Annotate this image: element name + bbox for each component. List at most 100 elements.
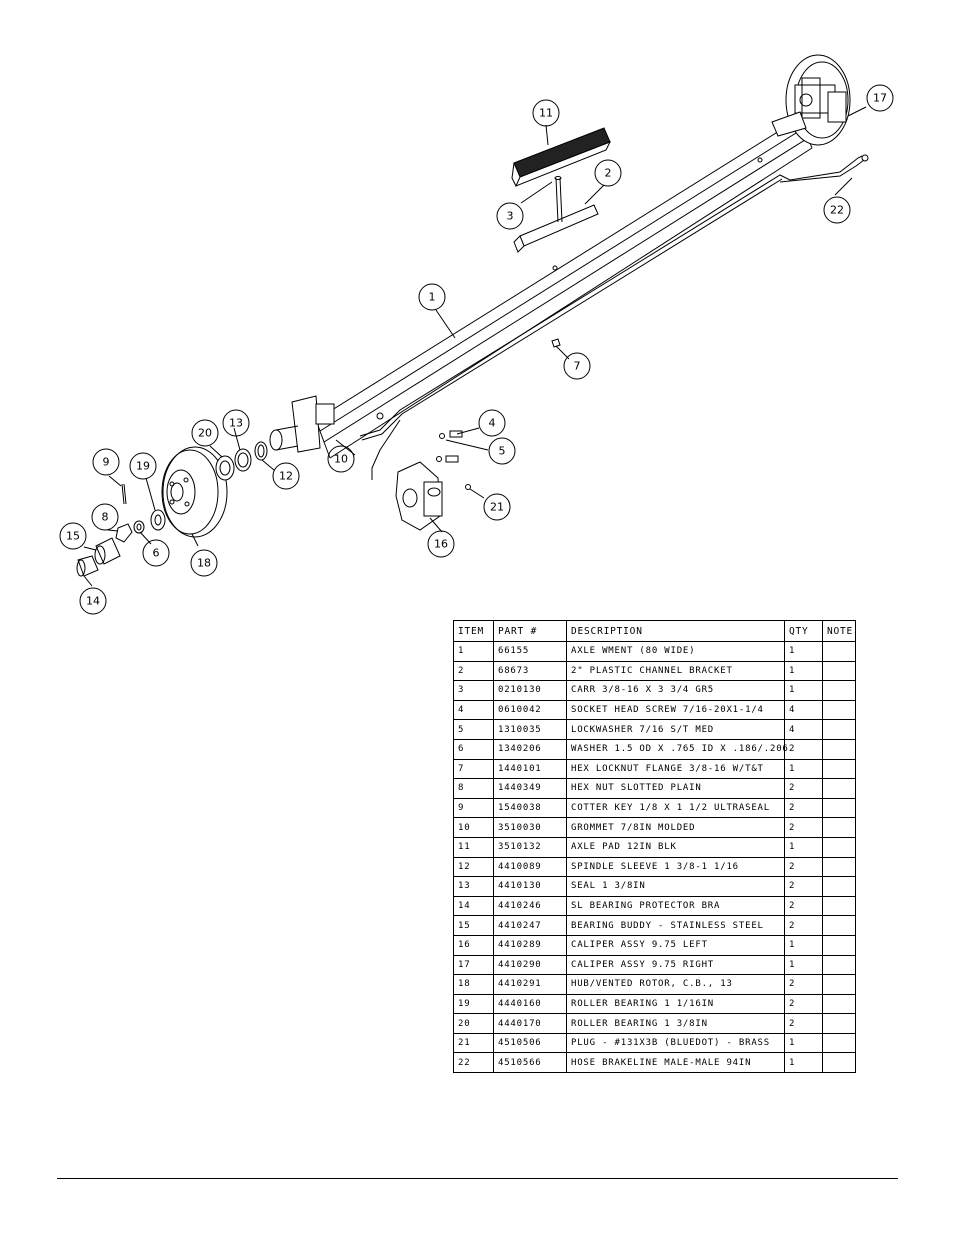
cell-item: 5 — [453, 719, 494, 740]
cell-note — [822, 660, 856, 682]
cell-description: 2" PLASTIC CHANNEL BRACKET — [566, 660, 785, 682]
cell-description: HOSE BRAKELINE MALE-MALE 94IN — [566, 1052, 785, 1074]
channel-bracket — [513, 176, 599, 253]
callout-16: 16 — [434, 538, 448, 551]
cell-note — [822, 797, 856, 819]
cell-note — [822, 1052, 856, 1074]
cell-description: SL BEARING PROTECTOR BRA — [566, 895, 785, 917]
cell-qty: 2 — [784, 856, 823, 878]
header-description: DESCRIPTION — [566, 620, 785, 642]
cell-note — [822, 836, 856, 858]
cell-note — [822, 993, 856, 1015]
cell-qty: 1 — [784, 641, 823, 662]
cell-qty: 1 — [784, 1052, 823, 1074]
bearings-seals — [150, 441, 268, 531]
callout-19: 19 — [136, 460, 150, 473]
footer-rule — [57, 1178, 898, 1179]
cell-description: WASHER 1.5 OD X .765 ID X .186/.206 — [566, 738, 788, 760]
callout-15: 15 — [66, 530, 80, 543]
cell-description: CALIPER ASSY 9.75 LEFT — [566, 934, 785, 956]
callout-21: 21 — [490, 501, 504, 514]
cell-qty: 4 — [784, 699, 823, 721]
cell-part: 4410089 — [493, 856, 567, 878]
plug — [465, 484, 471, 490]
cell-item: 12 — [453, 856, 494, 878]
callout-17: 17 — [873, 92, 887, 105]
callout-11: 11 — [539, 107, 553, 120]
cell-qty: 2 — [784, 974, 823, 995]
cell-note — [822, 1032, 856, 1054]
cell-part: 3510132 — [493, 836, 567, 858]
cell-note — [822, 719, 856, 740]
callout-18: 18 — [197, 557, 211, 570]
cell-qty: 1 — [784, 934, 823, 956]
cell-note — [822, 915, 856, 936]
header-note: NOTE — [822, 620, 856, 642]
cell-item: 1 — [453, 641, 494, 662]
cell-qty: 2 — [784, 797, 823, 819]
callout-7: 7 — [574, 360, 581, 373]
cell-qty: 1 — [784, 660, 823, 682]
cell-part: 4410289 — [493, 934, 567, 956]
header-part: PART # — [493, 620, 567, 642]
cell-description: ROLLER BEARING 1 1/16IN — [566, 993, 785, 1015]
cell-qty: 2 — [784, 817, 823, 838]
cell-note — [822, 699, 856, 721]
cell-item: 20 — [453, 1013, 494, 1034]
right-rotor-caliper — [771, 54, 851, 146]
exploded-axle-diagram: 1 2 3 11 4 5 6 7 8 9 10 17 12 13 14 15 1… — [59, 54, 894, 615]
callout-6: 6 — [153, 547, 160, 560]
cell-qty: 2 — [784, 778, 823, 799]
cell-qty: 1 — [784, 680, 823, 701]
cell-part: 3510030 — [493, 817, 567, 838]
callout-14: 14 — [86, 595, 100, 608]
locknut — [551, 338, 561, 348]
cell-note — [822, 817, 856, 838]
cell-qty: 1 — [784, 954, 823, 976]
cell-qty: 2 — [784, 895, 823, 917]
cell-part: 4440160 — [493, 993, 567, 1015]
cell-qty: 1 — [784, 836, 823, 858]
cell-part: 4510506 — [493, 1032, 567, 1054]
cell-part: 4440170 — [493, 1013, 567, 1034]
cell-note — [822, 680, 856, 701]
cell-qty: 2 — [784, 993, 823, 1015]
callout-1: 1 — [429, 291, 436, 304]
cell-item: 6 — [453, 738, 494, 760]
header-item: ITEM — [453, 620, 494, 642]
cell-part: 1310035 — [493, 719, 567, 740]
callout-3: 3 — [507, 210, 514, 223]
cell-qty: 1 — [784, 1032, 823, 1054]
cell-part: 1340206 — [493, 738, 567, 760]
spindle-mount — [269, 395, 335, 453]
cell-item: 13 — [453, 876, 494, 897]
cell-part: 0610042 — [493, 699, 567, 721]
cell-part: 1440349 — [493, 778, 567, 799]
callout-circles — [59, 84, 894, 615]
header-qty: QTY — [784, 620, 823, 642]
cell-item: 2 — [453, 660, 494, 682]
cell-item: 7 — [453, 758, 494, 780]
cell-description: HEX NUT SLOTTED PLAIN — [566, 778, 785, 799]
callout-4: 4 — [489, 417, 496, 430]
hub-rotor — [161, 446, 228, 538]
table-header-row: ITEM PART # DESCRIPTION QTY NOTE — [453, 620, 856, 642]
cell-item: 21 — [453, 1032, 494, 1054]
cell-item: 18 — [453, 974, 494, 995]
cell-part: 1540038 — [493, 797, 567, 819]
callout-8: 8 — [102, 511, 109, 524]
cell-description: COTTER KEY 1/8 X 1 1/2 ULTRASEAL — [566, 797, 785, 819]
